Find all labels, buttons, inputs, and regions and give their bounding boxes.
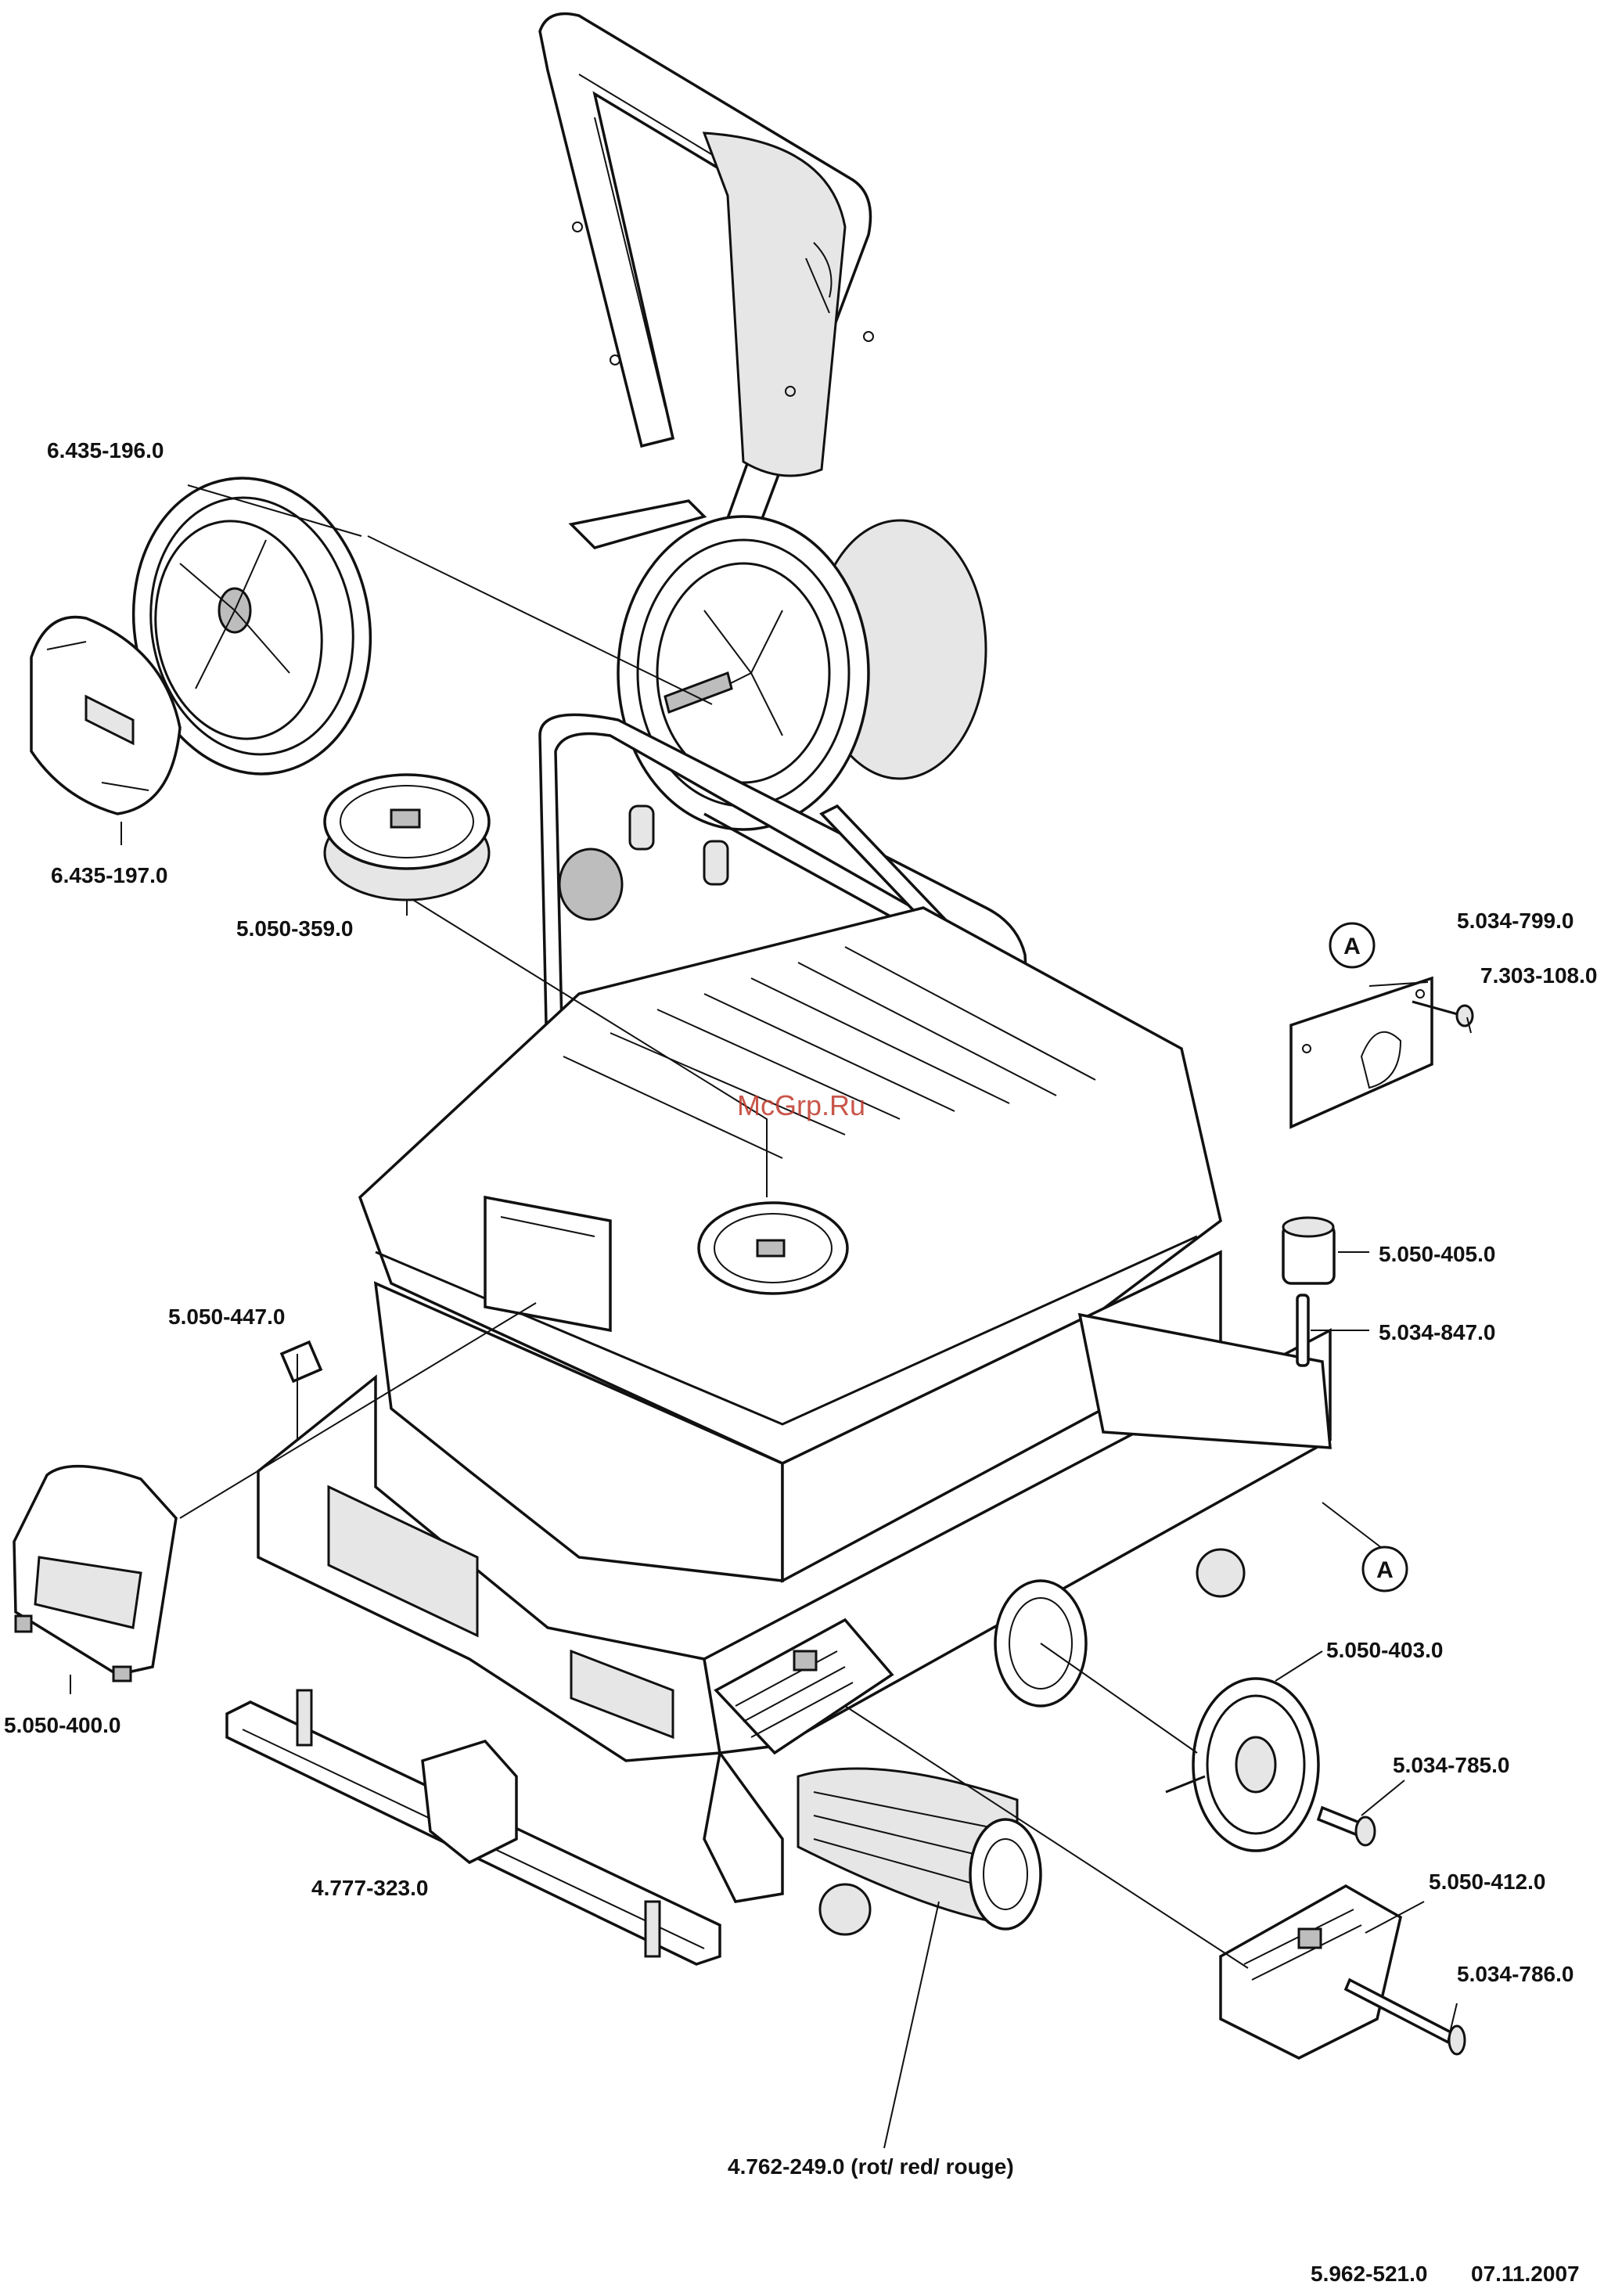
label-6-435-197: 6.435-197.0 [51, 863, 167, 887]
bumper-part [14, 1466, 176, 1681]
lid-cap-part [325, 775, 489, 900]
document-number: 5.962-521.0 [1311, 2262, 1427, 2286]
clip-part [282, 1342, 321, 1381]
pin-part-847 [1297, 1295, 1308, 1366]
label-5-050-403: 5.050-403.0 [1326, 1638, 1443, 1662]
side-wheel-part [1166, 1679, 1318, 1851]
centre-wheel [618, 516, 986, 830]
handle-frame [540, 14, 873, 549]
roller-part [1283, 1218, 1334, 1283]
mounting-plate-part [1291, 978, 1432, 1127]
label-5-034-847: 5.034-847.0 [1379, 1320, 1495, 1344]
label-7-303-108: 7.303-108.0 [1480, 963, 1597, 988]
label-5-034-786: 5.034-786.0 [1457, 1962, 1573, 1986]
footer: 5.962-521.0 07.11.2007 [1311, 2262, 1580, 2286]
label-5-050-447: 5.050-447.0 [168, 1305, 285, 1329]
label-5-034-785: 5.034-785.0 [1393, 1753, 1509, 1777]
label-6-435-196: 6.435-196.0 [47, 438, 164, 462]
label-5-050-405: 5.050-405.0 [1379, 1242, 1495, 1266]
document-date: 07.11.2007 [1471, 2262, 1580, 2286]
label-5-050-359: 5.050-359.0 [236, 916, 353, 941]
label-5-050-412: 5.050-412.0 [1429, 1870, 1545, 1894]
svg-text:A: A [1343, 934, 1361, 959]
callout-a-top: A [1330, 923, 1374, 967]
watermark: McGrp.Ru [737, 1089, 865, 1121]
svg-text:A: A [1376, 1557, 1394, 1583]
label-5-050-400: 5.050-400.0 [4, 1713, 120, 1737]
label-4-777-323: 4.777-323.0 [311, 1876, 428, 1900]
label-5-034-799: 5.034-799.0 [1457, 909, 1573, 933]
pin-part-785 [1318, 1808, 1375, 1845]
label-4-762-249: 4.762-249.0 (rot/ red/ rouge) [728, 2154, 1014, 2179]
end-cover-part [1221, 1886, 1401, 2058]
callout-a-bottom: A [1363, 1547, 1407, 1591]
